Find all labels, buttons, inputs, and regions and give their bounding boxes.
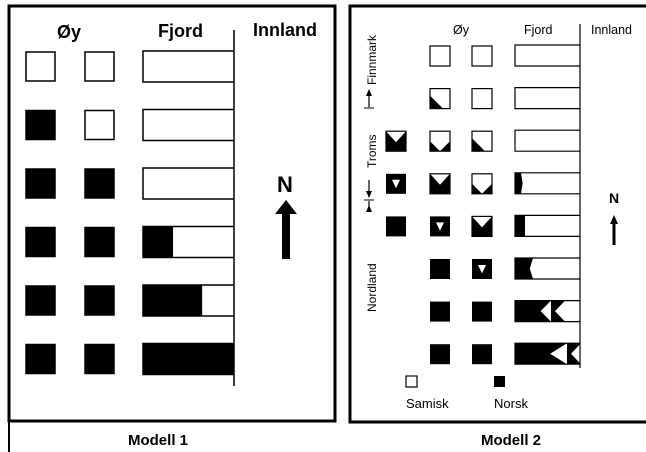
modell2-north-arrow xyxy=(610,215,618,245)
modell1-fjord-1 xyxy=(142,50,234,83)
modell2-panel: Øy Fjord Innland Finnmark Troms Nordland… xyxy=(348,4,646,449)
modell1-header-innland: Innland xyxy=(253,20,317,40)
modell2-fjord-norsk-wedge-4 xyxy=(515,172,523,194)
modell1-island-outer-5 xyxy=(25,285,56,316)
modell2-island-inner-6 xyxy=(472,259,492,279)
modell2-island-mid-1 xyxy=(429,45,451,67)
modell2-header-oy: Øy xyxy=(453,23,470,37)
modell2-island-mid-2 xyxy=(429,87,451,110)
modell1-island-outer-4 xyxy=(25,226,56,258)
modell1-fjord-norsk-fill-6 xyxy=(143,343,234,375)
region-label-nordland: Nordland xyxy=(365,263,379,312)
modell1-island-inner-3 xyxy=(84,168,115,199)
modell2-island-outer-3 xyxy=(385,130,407,152)
modell1-fjord-norsk-fill-4 xyxy=(143,226,174,258)
modell1-header-fjord: Fjord xyxy=(158,21,203,41)
modell2-frame xyxy=(348,4,646,424)
modell2-island-mid-4 xyxy=(429,173,451,195)
legend-swatch-samisk xyxy=(405,375,418,388)
modell2-fjord-4 xyxy=(514,172,580,195)
modell1-north-arrow-shaft xyxy=(282,212,290,259)
modell1-panel: Øy Fjord Innland N Modell 1 xyxy=(7,4,337,452)
modell2-island-inner-1 xyxy=(471,45,493,67)
legend-label-norsk: Norsk xyxy=(494,396,528,411)
modell1-island-outer-3 xyxy=(25,168,56,199)
modell2-fjord-2 xyxy=(514,87,580,110)
modell2-fjord-norsk-wedge-5 xyxy=(515,215,525,237)
modell2-header-fjord: Fjord xyxy=(524,23,553,37)
modell2-fjord-norsk-wedge-6 xyxy=(515,258,533,279)
region-label-troms: Troms xyxy=(365,134,379,168)
legend-swatch-norsk xyxy=(494,376,505,387)
modell1-header-oy: Øy xyxy=(57,22,81,42)
modell1-fjord-norsk-fill-5 xyxy=(143,285,203,316)
modell1-island-outer-6 xyxy=(25,343,56,375)
modell2-island-inner-8 xyxy=(472,344,492,365)
modell2-north-label: N xyxy=(609,190,619,206)
modell1-frame xyxy=(7,4,337,423)
modell2-fjord-3 xyxy=(514,129,580,152)
modell2-island-outer-4 xyxy=(386,173,406,194)
troms-nordland-boundary-arrow xyxy=(364,180,374,212)
modell1-north-arrowhead xyxy=(275,200,297,214)
modell2-island-inner-5 xyxy=(471,215,493,237)
modell1-island-inner-4 xyxy=(84,226,115,258)
modell2-island-mid-7 xyxy=(430,301,450,322)
modell2-grid xyxy=(385,24,581,368)
modell2-island-inner-4 xyxy=(471,173,493,195)
modell2-island-mid-6 xyxy=(430,259,450,279)
modell1-island-outer-2 xyxy=(25,109,56,141)
region-label-finnmark: Finnmark xyxy=(365,34,379,85)
modell2-fjord-norsk-tail-7 xyxy=(551,300,565,322)
modell2-island-mid-8 xyxy=(430,344,450,365)
modell1-island-inner-6 xyxy=(84,343,115,375)
modell2-island-inner-7 xyxy=(472,301,492,322)
modell2-fjord-norsk-wedge-7 xyxy=(515,300,551,322)
modell2-island-mid-3 xyxy=(429,130,451,152)
modell2-island-mid-5 xyxy=(430,216,450,237)
modell2-island-inner-3 xyxy=(471,130,493,152)
legend-label-samisk: Samisk xyxy=(406,396,449,411)
finnmark-troms-boundary-arrow xyxy=(364,89,374,109)
modell1-island-inner-1 xyxy=(84,51,115,82)
modell2-header-innland: Innland xyxy=(591,23,632,37)
modell2-fjord-1 xyxy=(514,44,580,67)
modell1-island-inner-5 xyxy=(84,285,115,316)
modell2-fjord-norsk-wedge-8 xyxy=(515,343,567,365)
modell2-fjord-norsk-tail-8 xyxy=(567,343,581,365)
legend: Samisk Norsk xyxy=(405,375,528,411)
modell1-fjord-2 xyxy=(142,108,234,142)
modell1-caption: Modell 1 xyxy=(128,432,188,449)
modell2-caption: Modell 2 xyxy=(481,432,541,449)
modell2-island-outer-5 xyxy=(386,216,406,237)
modell1-north-label: N xyxy=(277,172,293,197)
modell1-north-arrow xyxy=(275,200,297,259)
modell2-island-inner-2 xyxy=(471,87,493,110)
modell1-fjord-3 xyxy=(142,167,234,200)
modell1-island-outer-1 xyxy=(25,51,56,82)
modell1-grid xyxy=(25,30,235,386)
modell1-island-inner-2 xyxy=(84,109,115,141)
